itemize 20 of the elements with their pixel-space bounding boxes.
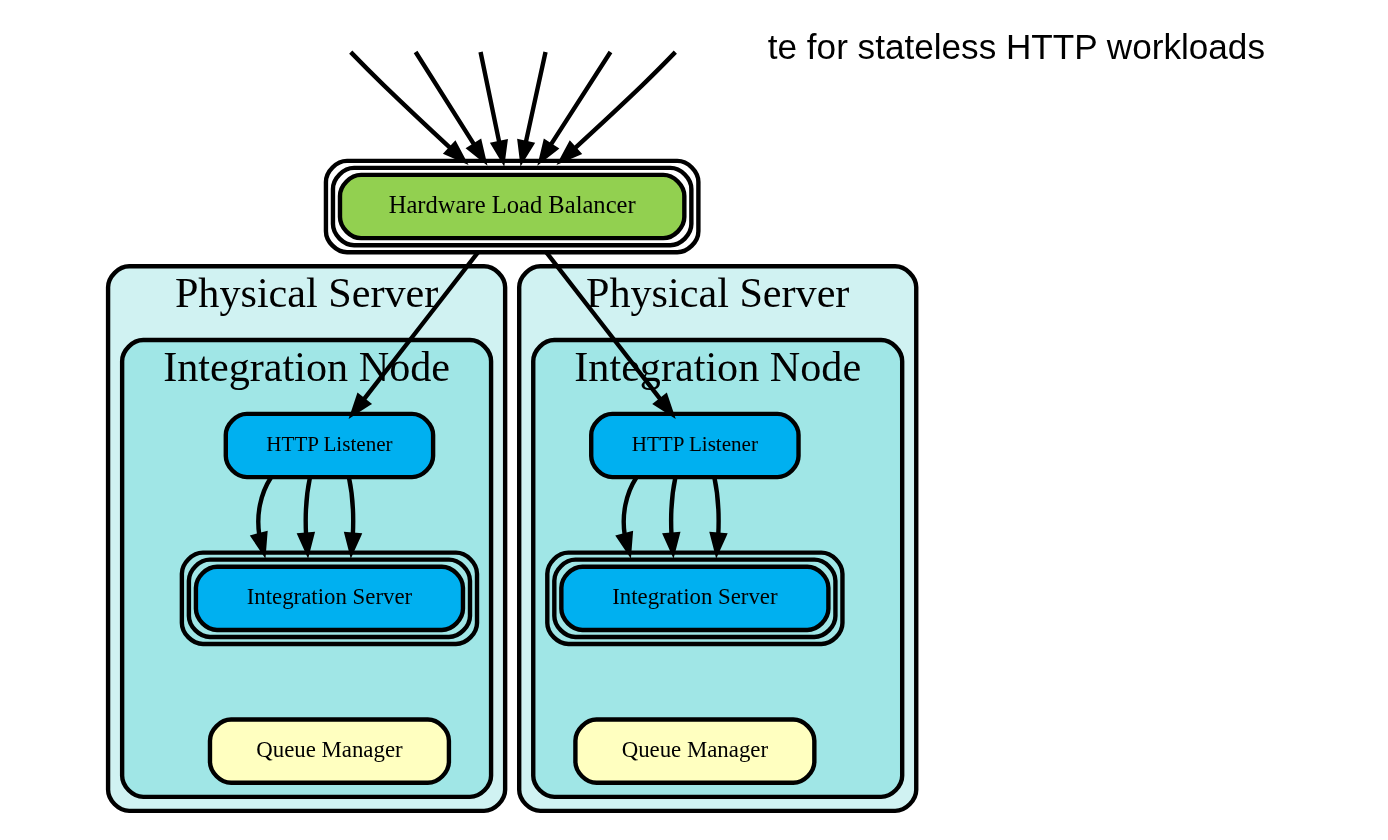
arrow [517, 51, 548, 167]
arrow [615, 476, 639, 559]
arrow [249, 476, 273, 559]
node-box: HTTP Listener [589, 411, 801, 480]
node-box: Integration Server [545, 550, 845, 647]
arrow [413, 50, 488, 166]
arrow [296, 477, 316, 559]
arrow [478, 51, 508, 167]
arrow [349, 50, 469, 165]
arrow [556, 50, 677, 165]
label: te for stateless HTTP workloads [767, 26, 1265, 66]
arrow [343, 477, 363, 559]
node-box: HTTP Listener [223, 411, 436, 480]
node-box: Queue Manager [207, 717, 452, 785]
arrow [537, 50, 613, 166]
arrow [709, 477, 728, 559]
node-box: Queue Manager [573, 717, 817, 785]
arrow [662, 477, 681, 559]
node-box: Hardware Load Balancer [323, 158, 701, 255]
node-box: Integration Server [179, 550, 480, 647]
